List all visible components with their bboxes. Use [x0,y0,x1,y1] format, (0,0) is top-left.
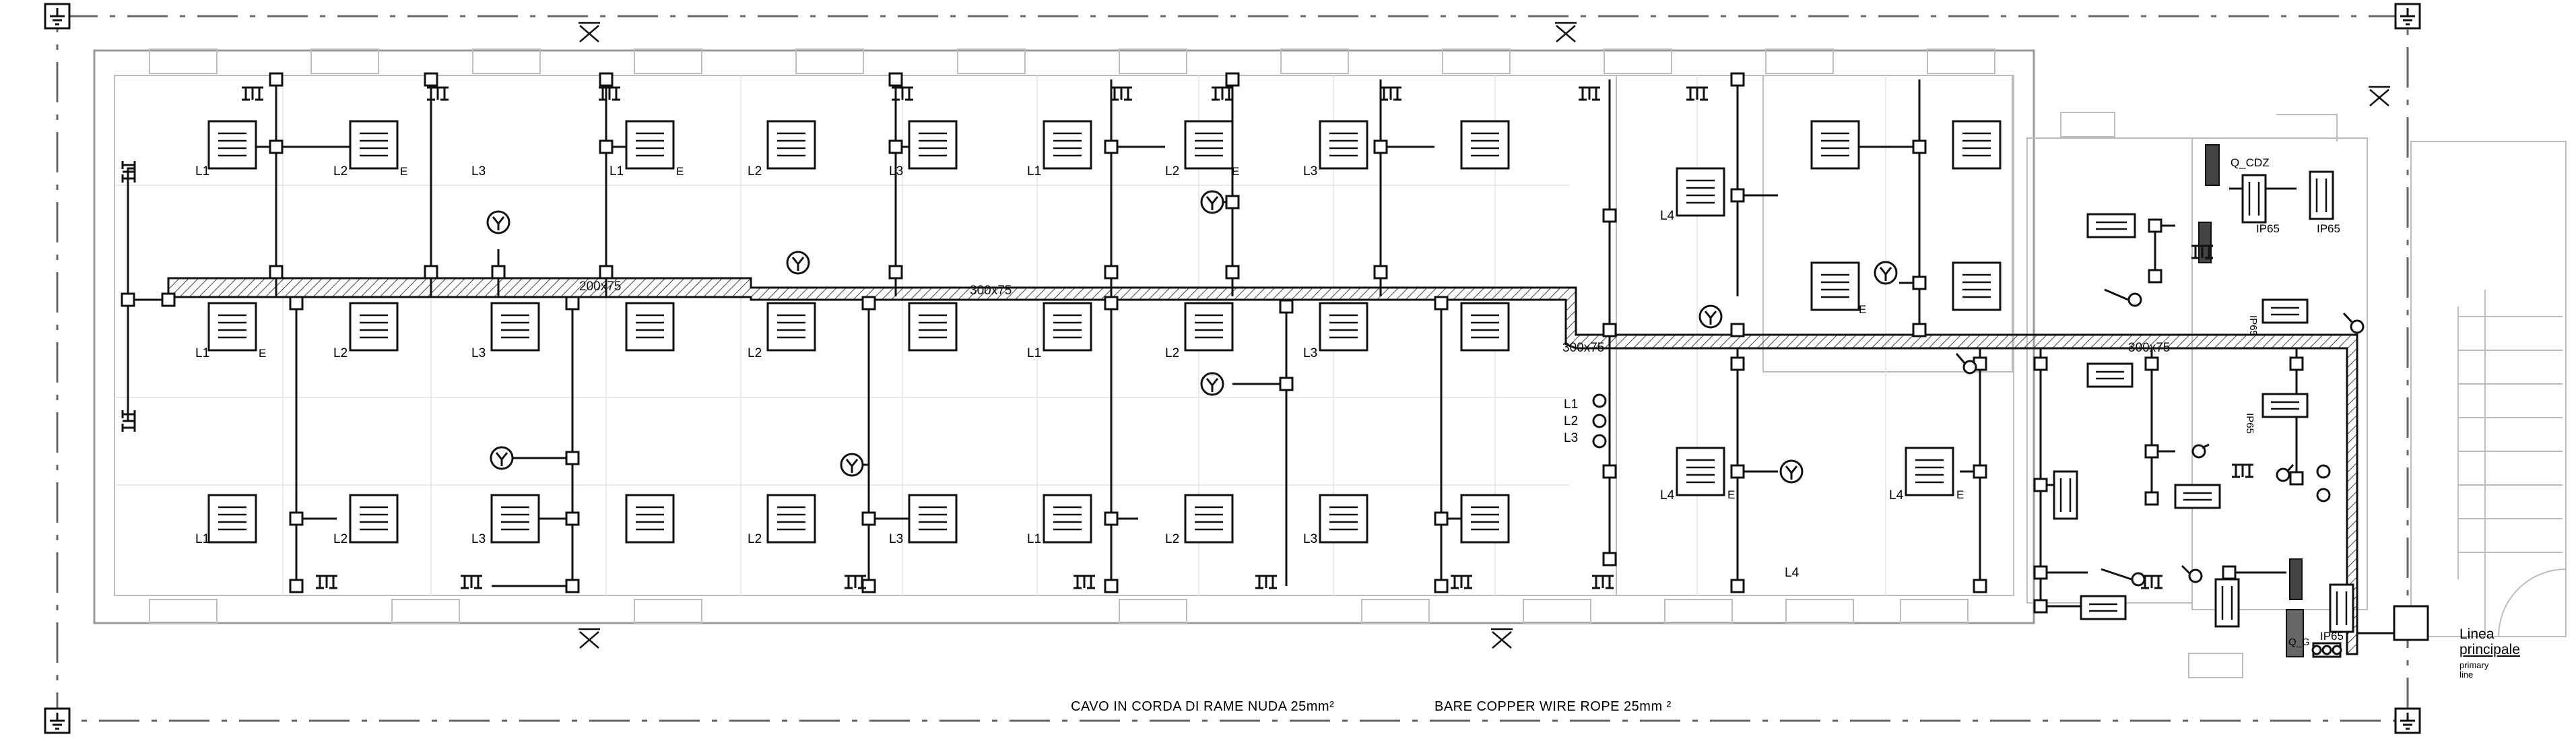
label-l3: L3 [471,164,486,178]
label-l2: L2 [1165,532,1180,546]
label-l1: L1 [195,346,210,360]
label-l3: L3 [1303,164,1318,178]
linea-principale-line-2: principale [2459,642,2520,657]
tray-size-300x75-b: 300x75 [1562,341,1604,355]
label-l1: L1 [1027,532,1042,546]
tray-size-300x75-c: 300x75 [2128,341,2170,355]
q-label: Q_G [2288,637,2310,648]
earth-mark: E [259,347,267,360]
ip65-label: IP65 [2320,630,2344,643]
label-l2: L2 [748,346,762,360]
label-l3: L3 [1303,346,1318,360]
label-l2: L2 [333,164,348,178]
primary-line-2: line [2459,670,2474,680]
footer-note-italian: CAVO IN CORDA DI RAME NUDA 25mm² [1071,699,1335,714]
label-l3: L3 [471,532,486,546]
label-l2: L2 [1165,346,1180,360]
earth-mark: E [400,165,408,178]
label-l3: L3 [889,164,904,178]
earthing-ring [56,15,2409,722]
label-l3: L3 [889,532,904,546]
ip65-label-rotated: IP65 [2247,315,2259,336]
label-l1: L1 [1027,346,1042,360]
label-l2: L2 [1564,414,1579,428]
cable-tray [167,277,2358,655]
wiring [127,79,2394,635]
tray-size-300x75-a: 300x75 [970,284,1012,298]
label-l3: L3 [1564,431,1579,445]
ip65-label: IP65 [2256,222,2280,235]
panels [2053,144,2429,658]
label-l4: L4 [1660,488,1675,502]
q-cdz-label: Q_CDZ [2231,156,2270,169]
ip65-label: IP65 [2317,222,2340,235]
label-l1: L1 [195,164,210,178]
label-l1: L1 [1564,397,1579,412]
label-l1: L1 [195,532,210,546]
earth-mark: E [1727,488,1736,501]
linea-principale-line-1: Linea [2459,626,2495,642]
label-l2: L2 [748,532,762,546]
label-l4: L4 [1660,209,1675,223]
switches [1592,288,2365,655]
primary-line-1: primary [2459,660,2489,670]
earth-mark: E [1956,488,1964,501]
tray-size-200x75: 200x75 [579,280,621,294]
footer-note-english: BARE COPPER WIRE ROPE 25mm ² [1434,699,1672,714]
building-walls [93,48,2567,678]
label-l3: L3 [1303,532,1318,546]
label-l2: L2 [333,532,348,546]
earth-mark: E [1232,165,1240,178]
earth-mark: E [1859,303,1867,316]
label-l2: L2 [1165,164,1180,178]
label-l4: L4 [1785,566,1799,580]
label-l2: L2 [333,346,348,360]
ip65-label-rotated: IP65 [2243,413,2255,434]
label-l1: L1 [1027,164,1042,178]
label-l2: L2 [748,164,762,178]
label-l1: L1 [609,164,624,178]
earth-mark: E [676,165,684,178]
label-l3: L3 [471,346,486,360]
label-l4: L4 [1889,488,1904,502]
